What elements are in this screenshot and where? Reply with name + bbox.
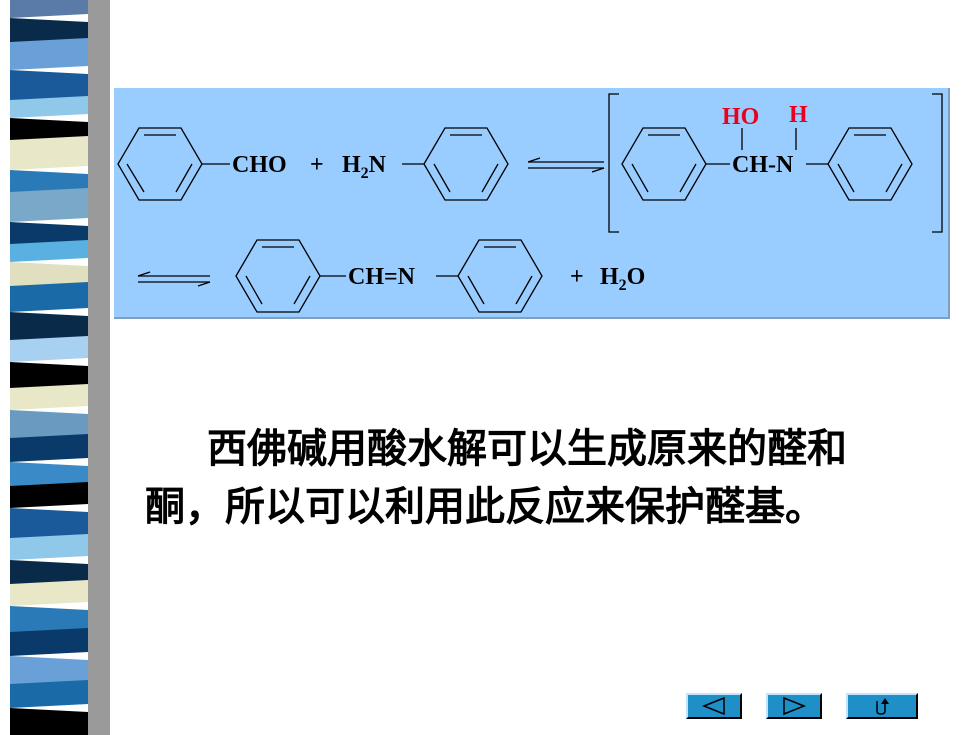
equilibrium-arrow-1 [527,157,605,173]
triangle-right-icon [783,696,807,716]
return-arrow-icon [876,698,889,715]
benzene-ring-6 [436,239,543,313]
amine-label: H2N [342,152,387,182]
benzene-ring-5 [235,239,346,313]
return-button[interactable] [846,693,918,719]
benzene-ring-3 [621,127,730,201]
benzene-ring-4 [806,127,913,201]
decorative-stripe-bar [0,0,110,735]
plus-sign-1: + [310,152,324,178]
cho-label: CHO [232,152,287,178]
benzene-ring-1 [117,127,230,201]
explanation-line-1: 西佛碱用酸水解可以生成原来的醛和 [207,425,847,472]
h-label: H [789,102,808,128]
reaction-scheme-panel: CHO + H2N HO H CH-N CH=N + H2O [114,88,950,319]
right-bracket [932,93,943,233]
previous-button[interactable] [686,693,742,719]
benzene-ring-2 [402,127,509,201]
equilibrium-arrow-2 [137,271,211,287]
next-button[interactable] [766,693,822,719]
intermediate-core-label: CH-N [732,152,794,178]
left-bracket [608,93,619,233]
reaction-scheme: CHO + H2N HO H CH-N CH=N + H2O [117,93,943,313]
water-label: H2O [600,264,645,294]
plus-sign-2: + [570,264,584,290]
ho-label: HO [722,104,759,130]
imine-label: CH=N [348,264,416,290]
explanation-text: 西佛碱用酸水解可以生成原来的醛和 酮，所以可以利用此反应来保护醛基。 [145,420,935,536]
triangle-left-icon [701,696,725,716]
explanation-line-2: 酮，所以可以利用此反应来保护醛基。 [145,483,825,530]
